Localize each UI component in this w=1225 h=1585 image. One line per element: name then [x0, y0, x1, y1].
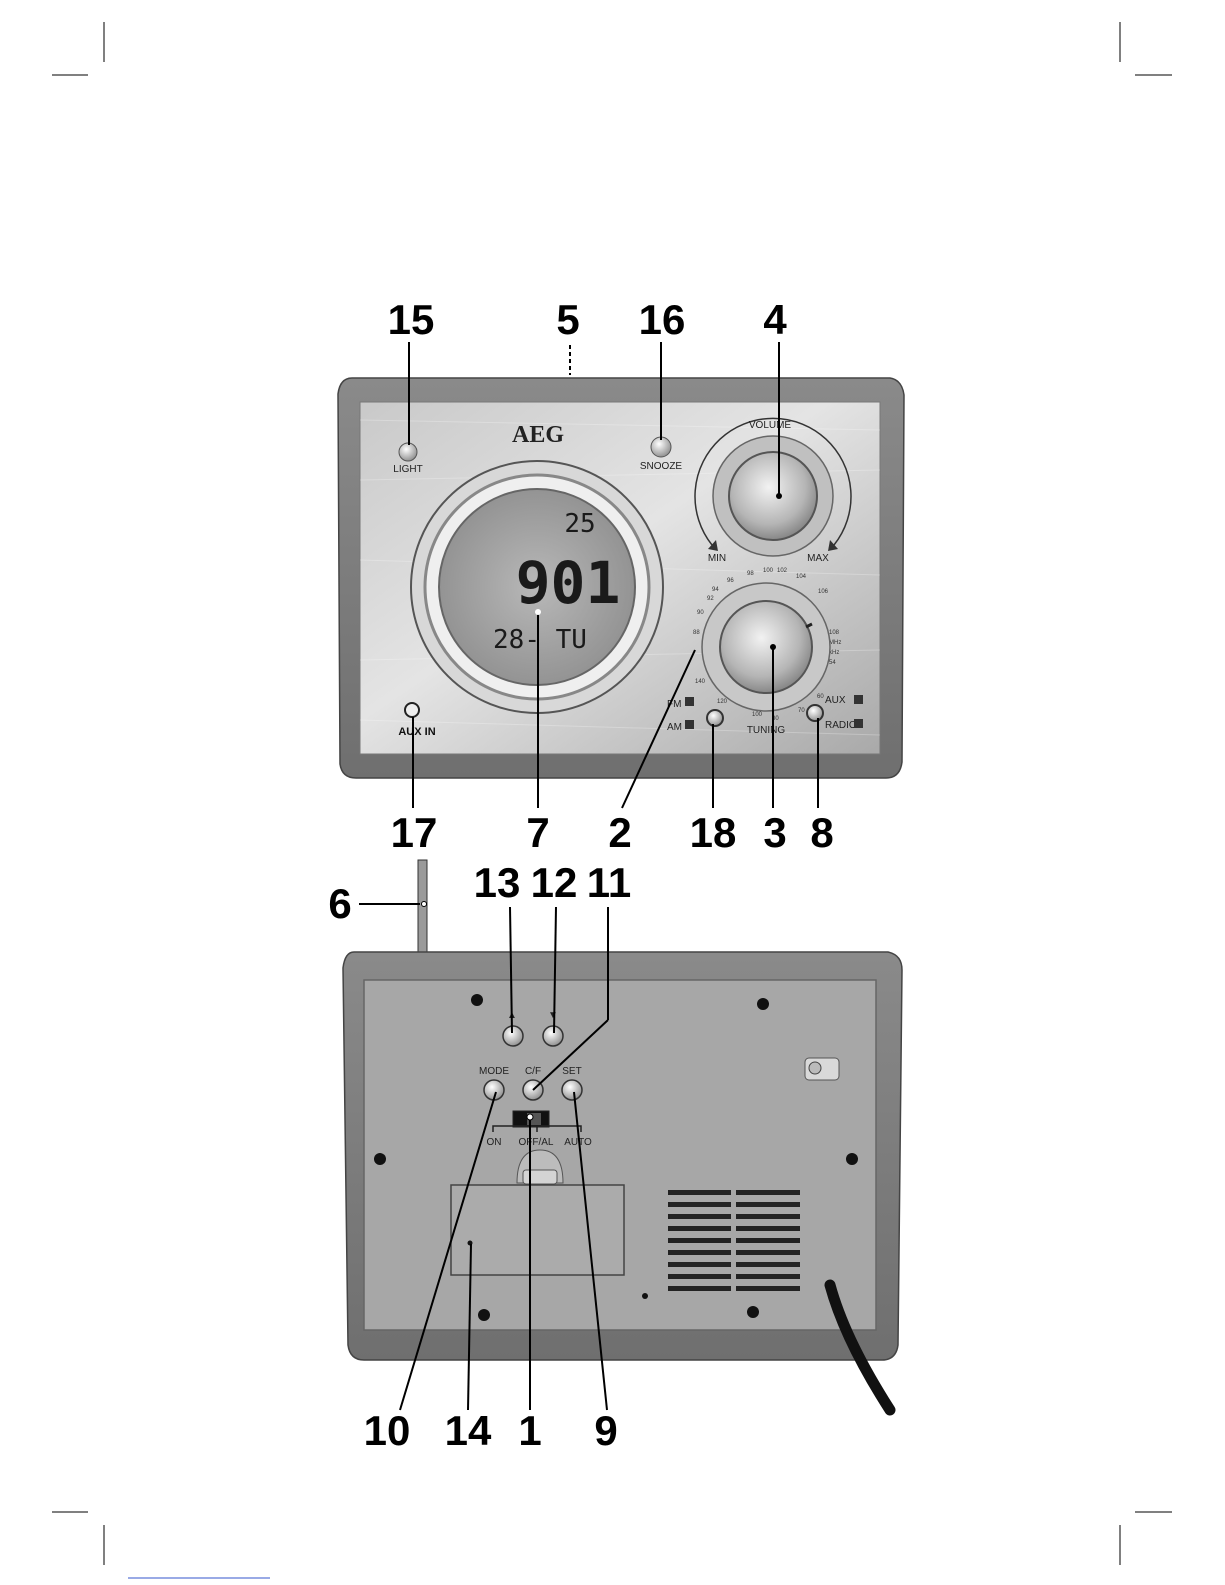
callout-17: 17: [391, 809, 438, 856]
svg-text:54: 54: [829, 660, 836, 666]
svg-text:140: 140: [695, 679, 706, 685]
callout-10: 10: [364, 1407, 411, 1454]
snooze-label: SNOOZE: [640, 461, 683, 472]
lcd-main-digits: 901: [516, 549, 621, 617]
set-button[interactable]: [562, 1080, 582, 1100]
front-view: AEG LIGHT SNOOZE 25 901 28- TU VOLUME MI…: [338, 378, 904, 778]
callout-7: 7: [526, 809, 549, 856]
svg-text:88: 88: [693, 630, 700, 636]
set-label: SET: [562, 1066, 581, 1077]
svg-text:92: 92: [707, 596, 714, 602]
callout-11: 11: [587, 859, 631, 906]
volume-min-label: MIN: [708, 553, 726, 564]
switch-on-label: ON: [487, 1137, 502, 1148]
callout-16: 16: [639, 296, 686, 343]
callout-12: 12: [531, 859, 578, 906]
callout-4: 4: [763, 296, 787, 343]
svg-text:100: 100: [752, 712, 763, 718]
aux-in-label: AUX IN: [398, 726, 435, 738]
mode-label: MODE: [479, 1066, 509, 1077]
aux-radio-switch[interactable]: [807, 705, 823, 721]
svg-text:98: 98: [747, 571, 754, 577]
svg-text:MHz: MHz: [829, 640, 841, 646]
callout-2: 2: [608, 809, 631, 856]
volume-label: VOLUME: [749, 420, 792, 431]
lcd-date: 28- TU: [493, 625, 587, 655]
svg-text:106: 106: [818, 589, 829, 595]
down-button[interactable]: [543, 1026, 563, 1046]
callout-13: 13: [474, 859, 521, 906]
switch-off-al-label: OFF/AL: [518, 1137, 553, 1148]
lcd-temperature: 25: [564, 509, 595, 539]
callout-5: 5: [556, 296, 579, 343]
callout-1: 1: [518, 1407, 541, 1454]
aux-in-jack[interactable]: [405, 703, 419, 717]
callout-14: 14: [445, 1407, 492, 1454]
volume-knob[interactable]: [729, 452, 817, 540]
aux-label: AUX: [825, 695, 846, 706]
back-view: ▲ ▼ MODE C/F SET ON OFF/AL AUTO: [343, 860, 902, 1410]
callout-15: 15: [388, 296, 435, 343]
svg-text:60: 60: [817, 694, 824, 700]
tuning-label: TUNING: [747, 725, 786, 736]
svg-text:108: 108: [829, 630, 840, 636]
callout-6: 6: [328, 880, 351, 927]
callout-18: 18: [690, 809, 737, 856]
up-button[interactable]: [503, 1026, 523, 1046]
hanger-bracket: [805, 1058, 839, 1080]
radio-label: RADIO: [825, 720, 857, 731]
tuning-knob[interactable]: [720, 601, 812, 693]
svg-text:70: 70: [798, 708, 805, 714]
battery-compartment[interactable]: [451, 1185, 624, 1275]
light-button[interactable]: [399, 443, 417, 461]
light-label: LIGHT: [393, 464, 422, 475]
svg-text:100: 100: [763, 568, 774, 574]
callout-8: 8: [810, 809, 833, 856]
callout-9: 9: [594, 1407, 617, 1454]
am-label: AM: [667, 722, 682, 733]
callout-3: 3: [763, 809, 786, 856]
fm-am-switch[interactable]: [707, 710, 723, 726]
volume-max-label: MAX: [807, 553, 829, 564]
svg-text:94: 94: [712, 587, 719, 593]
brand-logo: AEG: [512, 422, 564, 448]
svg-text:104: 104: [796, 574, 807, 580]
svg-text:90: 90: [697, 610, 704, 616]
svg-text:120: 120: [717, 699, 728, 705]
cf-label: C/F: [525, 1066, 541, 1077]
down-arrow-icon: ▼: [548, 1010, 558, 1021]
svg-text:102: 102: [777, 568, 788, 574]
svg-text:96: 96: [727, 578, 734, 584]
